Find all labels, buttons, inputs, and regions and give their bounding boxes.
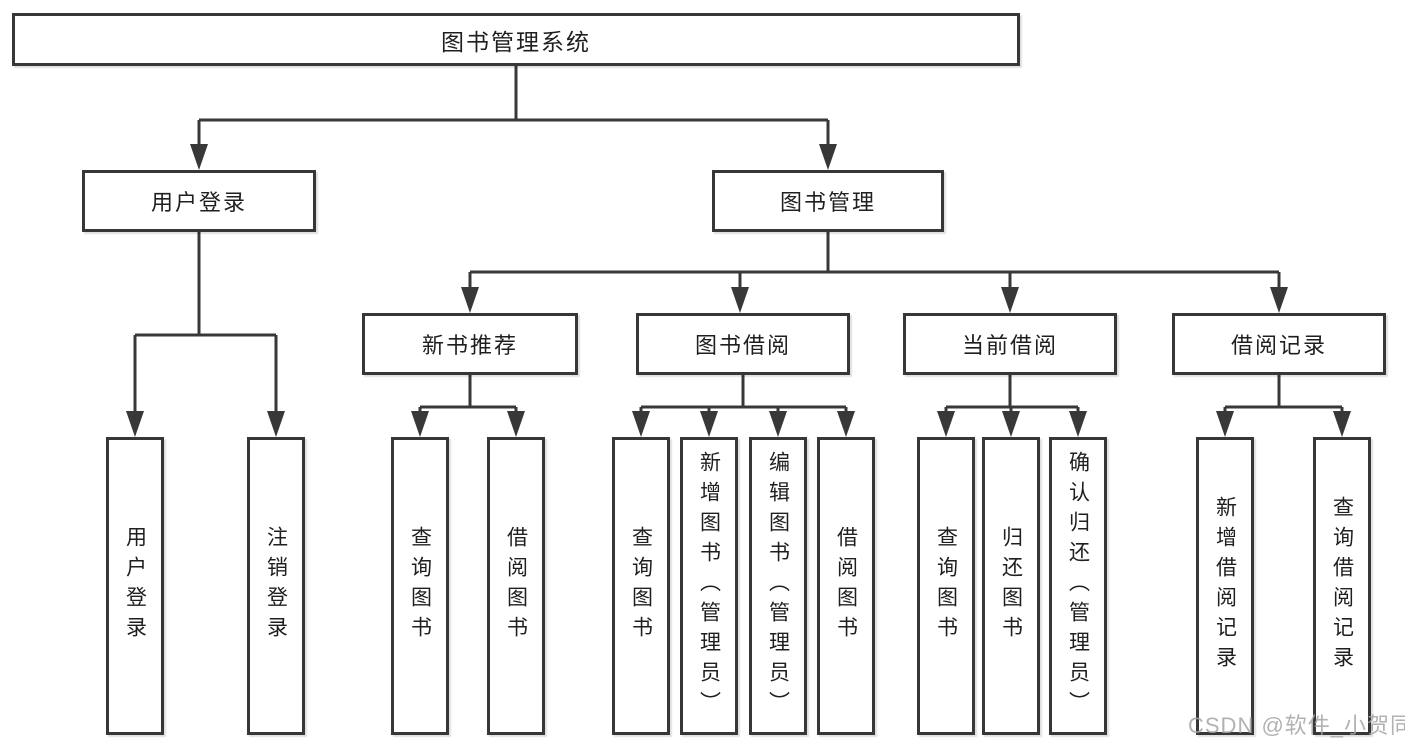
- leaf-borrow-query-books: 查询图书: [612, 437, 670, 735]
- leaf-current-return-books: 归还图书: [982, 437, 1040, 735]
- leaf-user-login: 用户登录: [106, 437, 164, 735]
- leaf-borrow-add-books-admin: 新增图书（管理员）: [680, 437, 738, 735]
- leaf-recommend-borrow-books: 借阅图书: [487, 437, 545, 735]
- leaf-borrow-borrow-books: 借阅图书: [817, 437, 875, 735]
- leaf-current-confirm-return-admin: 确认归还（管理员）: [1049, 437, 1107, 735]
- node-book-management: 图书管理: [712, 170, 944, 232]
- node-borrow-records: 借阅记录: [1172, 313, 1386, 375]
- node-current-borrow: 当前借阅: [903, 313, 1117, 375]
- leaf-recommend-query-books: 查询图书: [391, 437, 449, 735]
- csdn-watermark: CSDN @软件_小贺同学: [1188, 713, 1405, 738]
- leaf-records-query-record: 查询借阅记录: [1313, 437, 1371, 735]
- leaf-records-add-record: 新增借阅记录: [1196, 437, 1254, 735]
- node-book-borrow: 图书借阅: [636, 313, 850, 375]
- node-root: 图书管理系统: [12, 13, 1020, 66]
- node-new-book-recommend: 新书推荐: [362, 313, 578, 375]
- leaf-logout: 注销登录: [247, 437, 305, 735]
- leaf-current-query-books: 查询图书: [917, 437, 975, 735]
- leaf-borrow-edit-books-admin: 编辑图书（管理员）: [749, 437, 807, 735]
- node-user-login: 用户登录: [82, 170, 316, 232]
